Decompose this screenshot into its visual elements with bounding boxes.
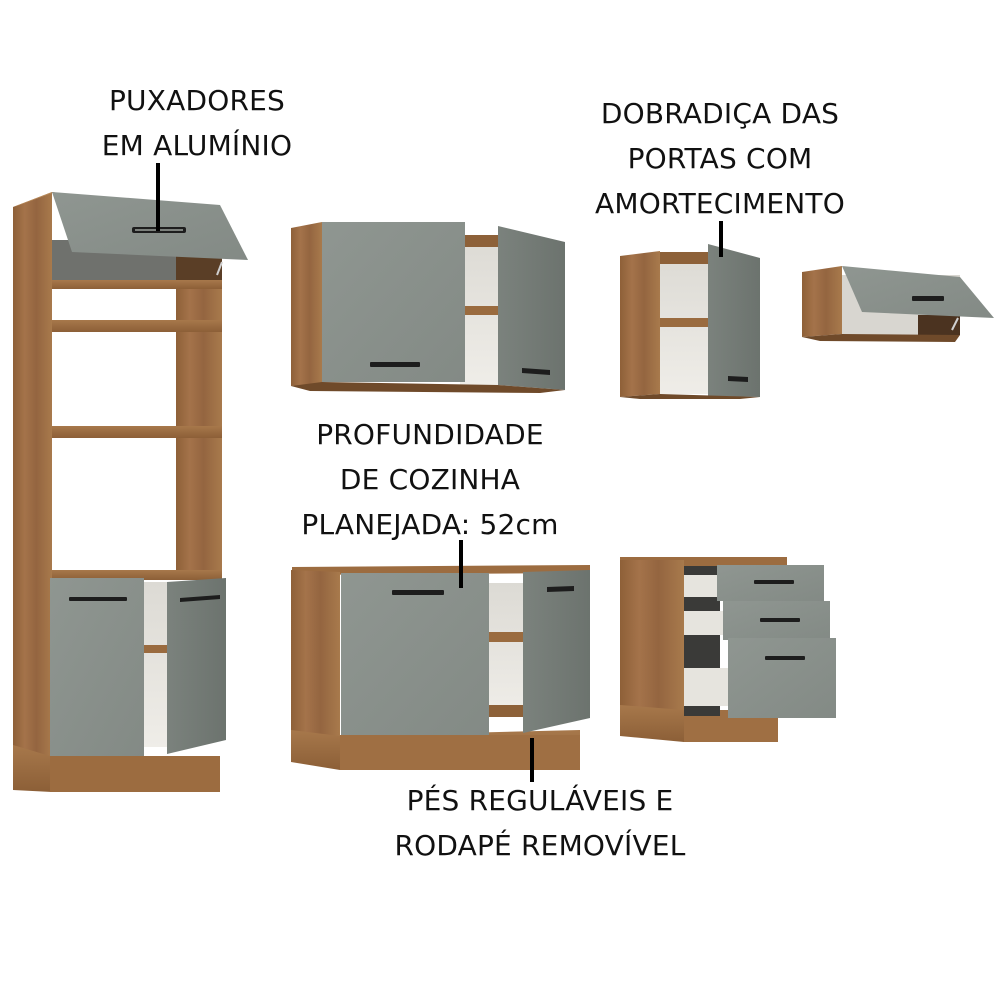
callout-lines: [156, 163, 723, 782]
tall-oven-tower: [13, 192, 248, 792]
tower-left-door: [50, 578, 144, 756]
wall2-right-door: [498, 226, 565, 390]
handle-icon: [765, 656, 805, 660]
handle-icon: [754, 580, 794, 584]
handles-annotation-line-2: EM ALUMÍNIO: [101, 129, 293, 162]
handle-icon: [728, 376, 748, 382]
base-drawer-unit: [620, 557, 836, 742]
drawer-3: [728, 638, 836, 718]
depth-annotation-line-2: DE COZINHA: [339, 463, 521, 496]
handles-annotation-line-1: PUXADORES: [108, 84, 286, 117]
depth-annotation-line-1: PROFUNDIDADE: [316, 418, 544, 451]
hinge-annotation-line-3: AMORTECIMENTO: [595, 187, 845, 220]
handle-icon: [392, 590, 444, 595]
depth-annotation: PROFUNDIDADE DE COZINHA PLANEJADA: 52cm: [270, 412, 590, 547]
base-right-door: [523, 570, 590, 733]
base-cabinet-2-doors: [291, 565, 590, 770]
hinge-annotation-line-2: PORTAS COM: [627, 142, 813, 175]
feet-annotation: PÉS REGULÁVEIS E RODAPÉ REMOVÍVEL: [360, 778, 720, 868]
hinge-annotation: DOBRADIÇA DAS PORTAS COM AMORTECIMENTO: [560, 91, 880, 226]
base-left-door: [341, 573, 489, 735]
handle-icon: [69, 597, 127, 601]
handles-annotation: PUXADORES EM ALUMÍNIO: [62, 78, 332, 168]
wall2-left-door: [322, 222, 465, 382]
handle-icon: [760, 618, 800, 622]
depth-annotation-line-3: PLANEJADA: 52cm: [301, 508, 559, 541]
flip-door: [842, 266, 994, 318]
feet-annotation-line-1: PÉS REGULÁVEIS E: [406, 784, 674, 817]
feet-annotation-line-2: RODAPÉ REMOVÍVEL: [394, 829, 686, 862]
wall-cabinet-flip-up: [802, 266, 994, 342]
handle-icon: [912, 296, 944, 301]
hinge-annotation-line-1: DOBRADIÇA DAS: [600, 97, 840, 130]
handle-icon: [370, 362, 420, 367]
tower-flip-door: [52, 192, 248, 260]
wall-cabinet-1-door: [620, 244, 760, 399]
wall-cabinet-2-doors: [291, 222, 565, 393]
wall1-door: [708, 244, 760, 397]
tower-right-door: [167, 578, 226, 754]
